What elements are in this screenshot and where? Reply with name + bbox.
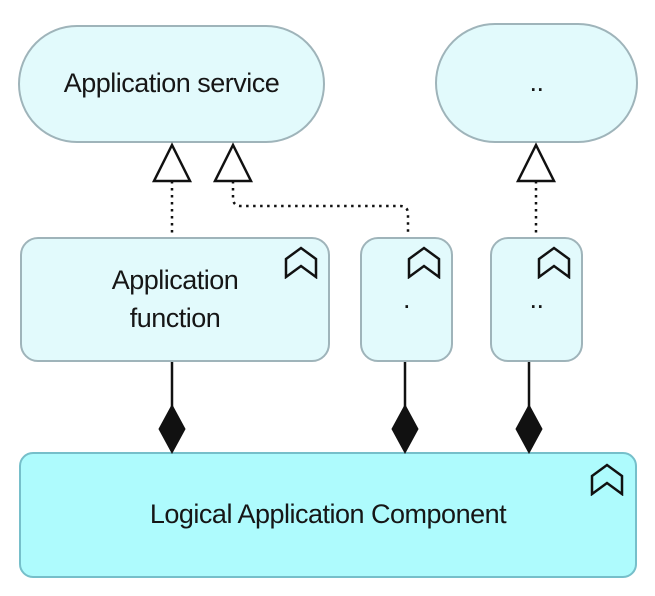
realization-connector	[212, 142, 410, 236]
composition-connector	[158, 362, 186, 455]
hollow-triangle-arrowhead	[151, 142, 193, 183]
node-application-function: Application function	[20, 237, 330, 362]
node-logical-application-component: Logical Application Component	[19, 452, 637, 578]
node-label: .	[402, 283, 411, 314]
filled-diamond-arrowhead	[515, 403, 543, 455]
node-application-function-3: ..	[490, 237, 583, 362]
chevron-icon	[284, 246, 318, 279]
filled-diamond-arrowhead	[391, 403, 419, 455]
node-application-service-2: ..	[435, 23, 638, 143]
node-label: Application function	[111, 264, 239, 333]
filled-diamond-arrowhead	[158, 403, 186, 455]
chevron-icon	[590, 463, 624, 496]
node-application-service: Application service	[18, 25, 325, 143]
node-label: Logical Application Component	[149, 499, 507, 530]
composition-connector	[515, 362, 543, 455]
chevron-icon	[407, 246, 441, 279]
node-label: ..	[529, 67, 544, 98]
realization-connector	[515, 142, 557, 236]
realization-connector	[151, 142, 193, 236]
node-label: Application service	[63, 68, 280, 99]
chevron-icon	[537, 246, 571, 279]
node-label: ..	[529, 283, 544, 314]
hollow-triangle-arrowhead	[212, 142, 254, 183]
hollow-triangle-arrowhead	[515, 142, 557, 183]
node-application-function-2: .	[360, 237, 453, 362]
composition-connector	[391, 362, 419, 455]
